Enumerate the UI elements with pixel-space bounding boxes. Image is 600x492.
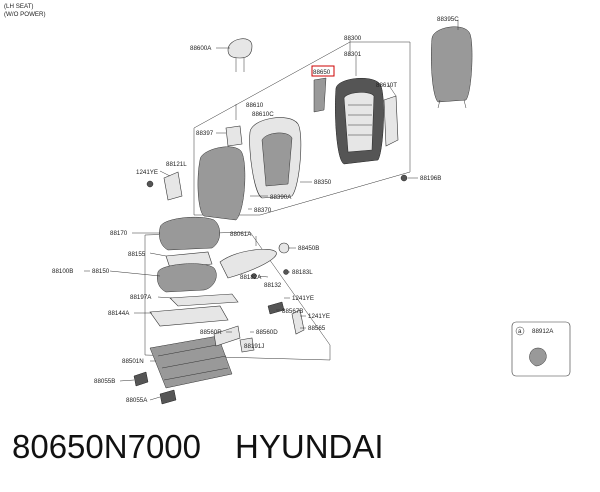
label-88300: 88300 [344,35,362,42]
header-line-1: (LH SEAT) [4,3,33,10]
label-88155: 88155 [128,251,146,258]
caption: 80650N7000 HYUNDAI [12,428,588,478]
seat-track-part [133,335,233,405]
label-88610T: 88610T [376,82,397,89]
label-88061A: 88061A [230,231,252,238]
label-1241YE-b: 1241YE [292,295,314,302]
inset-letter: a [518,328,522,335]
seat-parts-diagram: (LH SEAT) (W/O POWER) [4,3,571,405]
seatback-frame-part [335,77,399,165]
label-88301: 88301 [344,51,362,58]
label-88055B: 88055B [94,378,115,385]
label-88390A: 88390A [270,194,292,201]
back-panel-part [431,26,473,109]
label-88350: 88350 [314,179,332,186]
side-shield-88061A [219,249,277,279]
buckle-88567B [267,301,285,315]
label-88600A: 88600A [190,45,212,52]
label-88182A: 88182A [240,274,262,281]
label-88560D: 88560D [256,329,278,336]
label-88144A: 88144A [108,310,130,317]
label-88055A: 88055A [126,397,148,404]
label-88183L: 88183L [292,269,313,276]
headrest-part [227,38,253,72]
leader-lines [84,20,459,401]
label-88196B: 88196B [420,175,441,182]
cushion-assembly-box [144,231,331,361]
label-88170: 88170 [110,230,128,237]
inset-marker [515,326,525,336]
label-88912A: 88912A [532,328,554,335]
label-1241YE-c: 1241YE [308,313,330,320]
label-88610: 88610 [246,102,264,109]
screw-88183L [283,269,289,275]
label-88150: 88150 [92,268,110,275]
label-88197A: 88197A [130,294,152,301]
part-number: 80650N7000 [12,428,202,465]
brand-name: HYUNDAI [235,428,384,465]
seatback-cover-part [197,117,302,221]
label-88650: 88650 [313,69,331,76]
label-88100B: 88100B [52,268,73,275]
label-88610C: 88610C [252,111,274,118]
inset-part-88912A [529,347,547,367]
knob-88450B [278,242,290,254]
cover-88560R [213,325,241,347]
clip-88196B [400,174,408,182]
bracket-88397 [225,125,243,147]
label-88121L: 88121L [166,161,187,168]
label-88450B: 88450B [298,245,319,252]
bracket-88121L [163,171,183,201]
label-88565: 88565 [308,325,326,332]
label-88501N: 88501N [122,358,144,365]
label-1241YE-a: 1241YE [136,169,158,176]
label-88560R: 88560R [200,329,222,336]
label-88132: 88132 [264,282,282,289]
label-88397: 88397 [196,130,214,137]
label-88191J: 88191J [244,343,264,350]
cover-88191J [239,337,255,353]
bolster-part [313,77,327,113]
bolt-1241YE-a [146,180,154,188]
screw-88182A [251,273,257,279]
part-labels: 88395C 88300 88600A 88301 88650 88610T 8… [52,16,554,404]
highlighted-part-box [311,65,335,77]
label-88370: 88370 [254,207,272,214]
label-88567B: 88567B [282,308,303,315]
header-line-2: (W/O POWER) [4,11,46,18]
cushion-parts [149,216,239,327]
label-88395C: 88395C [437,16,459,23]
